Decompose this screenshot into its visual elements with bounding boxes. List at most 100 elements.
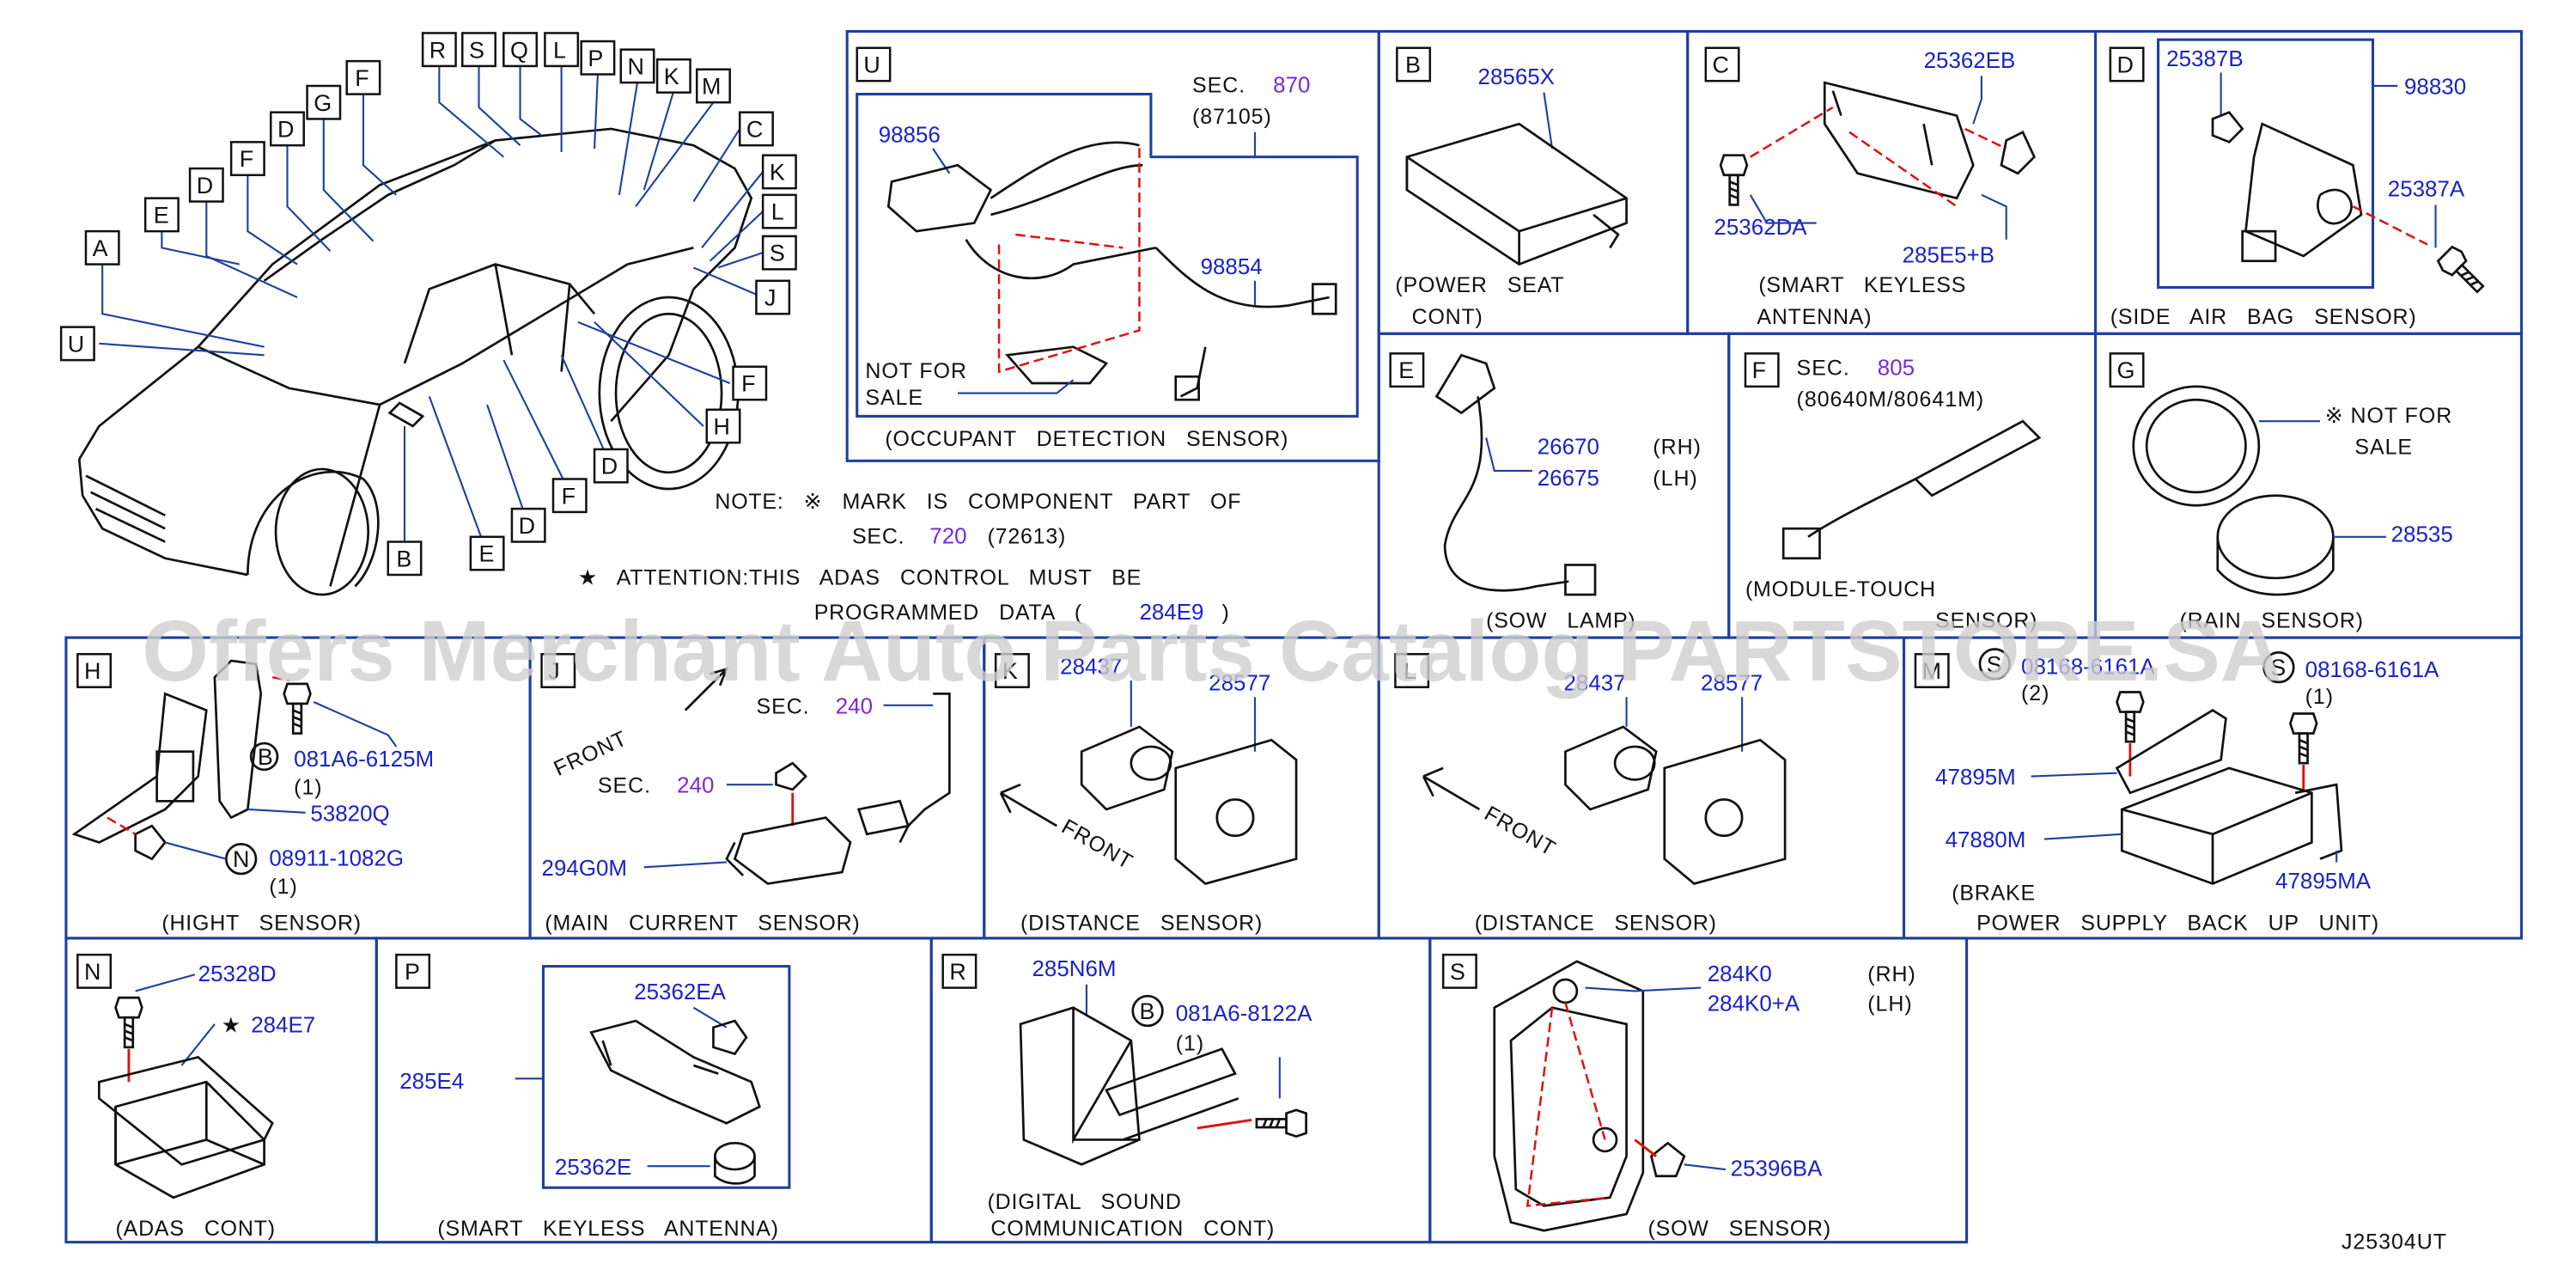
svg-text:D: D <box>277 117 294 143</box>
svg-text:240: 240 <box>677 774 714 798</box>
svg-text:28437: 28437 <box>1564 672 1626 696</box>
svg-text:28577: 28577 <box>1209 672 1270 696</box>
svg-text:47895MA: 47895MA <box>2275 870 2372 894</box>
svg-text:A: A <box>93 235 108 261</box>
svg-text:(SMART KEYLESS ANTENNA): (SMART KEYLESS ANTENNA) <box>437 1217 778 1241</box>
svg-text:(RH): (RH) <box>1653 436 1702 460</box>
panel-b-power-seat-cont: B 28565X (POWER SEAT CONT) <box>1395 46 1628 329</box>
svg-text:SALE: SALE <box>2354 436 2413 460</box>
svg-text:D: D <box>601 454 618 479</box>
svg-text:J: J <box>764 285 776 311</box>
svg-text:26675: 26675 <box>1538 467 1599 491</box>
svg-text:SENSOR): SENSOR) <box>1935 609 2037 633</box>
svg-text:25362EB: 25362EB <box>1924 49 2016 73</box>
attention-part: 284E9 <box>1139 601 1203 625</box>
attention-line-2: PROGRAMMED DATA ( <box>814 601 1082 625</box>
svg-text:S: S <box>1450 959 1465 985</box>
svg-text:FRONT: FRONT <box>1480 802 1560 862</box>
svg-text:25328D: 25328D <box>198 962 277 986</box>
svg-text:08911-1082G: 08911-1082G <box>269 846 404 870</box>
svg-text:(1): (1) <box>269 875 297 899</box>
svg-text:081A6-8122A: 081A6-8122A <box>1176 1002 1312 1026</box>
svg-text:805: 805 <box>1878 356 1915 380</box>
panel-p-smart-keyless-antenna: P 25362EA 285E4 25362E (SMART KEYLESS AN… <box>395 953 791 1241</box>
svg-text:(SMART KEYLESS: (SMART KEYLESS <box>1758 273 1966 297</box>
watermark: Offers Merchant Auto Parts Catalog PARTS… <box>142 604 2282 699</box>
vehicle-callout-boxes <box>59 32 797 577</box>
panel-frames <box>64 29 2524 1244</box>
svg-text:F: F <box>741 371 755 397</box>
svg-text:285N6M: 285N6M <box>1032 957 1117 981</box>
svg-text:28535: 28535 <box>2391 523 2453 547</box>
svg-text:COMMUNICATION CONT): COMMUNICATION CONT) <box>990 1217 1275 1241</box>
svg-text:N: N <box>233 846 249 872</box>
svg-text:L: L <box>553 37 566 63</box>
vehicle-callout-letters: R S Q L P N K M F G D F D E A U C K L S … <box>68 37 785 571</box>
svg-text:08168-6161A: 08168-6161A <box>2021 655 2155 679</box>
svg-text:(BRAKE: (BRAKE <box>1952 882 2036 906</box>
svg-text:S: S <box>469 37 484 63</box>
svg-text:47880M: 47880M <box>1946 828 2026 852</box>
svg-text:L: L <box>1404 658 1416 684</box>
svg-text:L: L <box>771 199 784 225</box>
svg-text:(87105): (87105) <box>1192 105 1272 129</box>
svg-text:U: U <box>68 331 84 357</box>
panel-e-sow-lamp: E 26670 (RH) 26675 (LH) (SOW LAMP) <box>1389 352 1702 633</box>
svg-text:N: N <box>84 959 100 985</box>
svg-text:N: N <box>628 54 644 80</box>
svg-text:M: M <box>1922 658 1941 684</box>
panel-c-smart-keyless-antenna: C 25362EB 25362DA 285E5+B (SMART KEYLESS… <box>1704 46 2037 329</box>
svg-text:※ NOT FOR: ※ NOT FOR <box>2325 404 2453 428</box>
svg-text:870: 870 <box>1273 74 1310 98</box>
panel-n-adas-cont: N 25328D ★ 284E7 (ADAS CONT) <box>76 953 315 1241</box>
attention-close: ) <box>1222 601 1230 625</box>
svg-text:B: B <box>258 744 273 770</box>
svg-text:NOT FOR: NOT FOR <box>865 359 967 383</box>
svg-text:285E4: 285E4 <box>399 1070 464 1094</box>
svg-text:B: B <box>396 546 411 571</box>
svg-text:98830: 98830 <box>2404 76 2466 100</box>
svg-text:B: B <box>1139 998 1154 1024</box>
svg-text:28565X: 28565X <box>1478 65 1555 89</box>
svg-text:Q: Q <box>510 37 528 63</box>
svg-text:F: F <box>562 483 575 509</box>
panel-r-digital-sound-communication-cont: R 285N6M B 081A6-8122A (1) (DIGITAL SOUN… <box>941 953 1312 1241</box>
svg-text:25362EA: 25362EA <box>634 980 726 1004</box>
svg-text:POWER SUPPLY BACK UP UNIT): POWER SUPPLY BACK UP UNIT) <box>1976 911 2379 935</box>
svg-text:C: C <box>1713 52 1729 78</box>
svg-text:R: R <box>429 37 446 63</box>
svg-text:K: K <box>664 64 679 89</box>
svg-text:P: P <box>588 46 603 71</box>
svg-text:M: M <box>702 74 721 100</box>
svg-text:SALE: SALE <box>865 386 923 410</box>
svg-text:28577: 28577 <box>1701 672 1763 696</box>
svg-text:47895M: 47895M <box>1935 766 2016 790</box>
note-block: NOTE: ※ MARK IS COMPONENT PART OF SEC. 7… <box>578 490 1241 625</box>
svg-text:K: K <box>770 160 785 186</box>
svg-text:284E7: 284E7 <box>251 1014 315 1038</box>
svg-text:SEC.: SEC. <box>1797 356 1850 380</box>
svg-text:(1): (1) <box>1176 1032 1204 1056</box>
svg-text:(1): (1) <box>294 776 322 800</box>
svg-text:98856: 98856 <box>879 123 941 147</box>
svg-text:(2): (2) <box>2021 681 2049 705</box>
svg-text:S: S <box>1987 651 2002 677</box>
panel-f-module-touch-sensor: F SEC. 805 (80640M/80641M) (MODULE-TOUCH… <box>1744 352 2042 633</box>
panel-h-hight-sensor: H B 081A6-6125M (1) 53820Q N 08911-1082G… <box>71 653 434 935</box>
svg-text:G: G <box>314 90 332 116</box>
panel-d-side-air-bag-sensor: D 25387B 98830 25387A (SIDE AIR BAG SENS… <box>2109 38 2491 329</box>
svg-text:53820Q: 53820Q <box>310 802 389 826</box>
svg-text:(ADAS CONT): (ADAS CONT) <box>116 1217 276 1241</box>
note-sec-ref: (72613) <box>988 524 1067 548</box>
panel-s-sow-sensor: S 284K0 (RH) 284K0+A (LH) 25396BA (SOW S… <box>1441 953 1915 1241</box>
note-sec: SEC. <box>852 524 904 548</box>
svg-text:D: D <box>197 173 213 198</box>
vehicle-overview-drawing <box>77 127 753 596</box>
svg-text:25387B: 25387B <box>2166 47 2243 71</box>
svg-text:25387A: 25387A <box>2388 178 2465 202</box>
panel-letter: U <box>863 52 880 78</box>
svg-text:(DISTANCE SENSOR): (DISTANCE SENSOR) <box>1020 911 1263 935</box>
svg-text:FRONT: FRONT <box>1057 815 1137 875</box>
svg-text:(SOW SENSOR): (SOW SENSOR) <box>1648 1217 1831 1241</box>
